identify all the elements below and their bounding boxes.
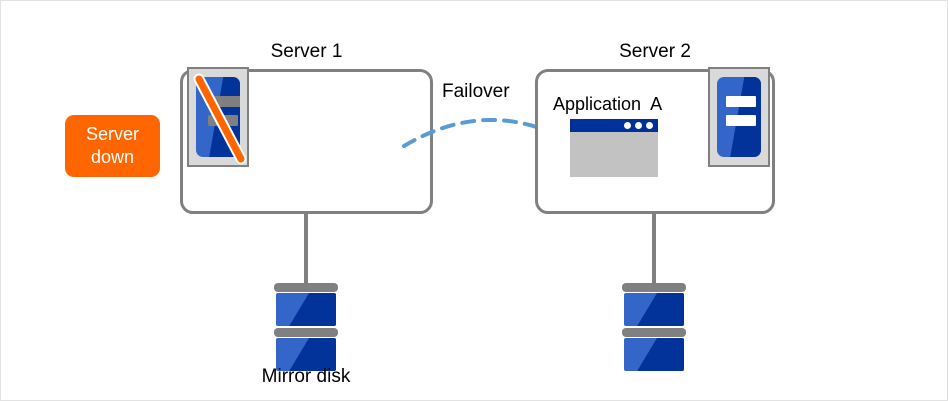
server-down-badge-line1: Server xyxy=(85,124,139,144)
failover-label: Failover xyxy=(442,81,510,102)
application-label-suffix: A xyxy=(650,94,663,114)
application-label: Application A xyxy=(553,94,662,115)
disk-platter xyxy=(624,293,684,326)
server-icon-bar xyxy=(726,96,756,107)
server-down-icon xyxy=(187,67,249,167)
disk-cap xyxy=(274,328,338,337)
server-down-badge-line2: down xyxy=(90,147,135,167)
disk-platter xyxy=(624,338,684,371)
server-1-caption: Server 1 xyxy=(270,41,343,62)
server-down-badge: Server down xyxy=(65,115,160,177)
mirror-disk-label: Mirror disk xyxy=(261,366,351,387)
server-icon-bar xyxy=(213,96,240,107)
disk-cap xyxy=(274,283,338,292)
server-icon-bar xyxy=(726,115,756,126)
app-window-dot xyxy=(635,122,642,129)
server-2-disk-connector xyxy=(652,212,656,285)
server-ok-icon xyxy=(708,67,770,167)
mirror-disk-left-icon xyxy=(274,283,338,371)
disk-cap xyxy=(622,328,686,337)
disk-platter xyxy=(276,293,336,326)
server-icon-body xyxy=(717,77,761,157)
app-window-titlebar xyxy=(570,119,658,132)
app-window-icon xyxy=(570,119,658,177)
disk-cap xyxy=(622,283,686,292)
server-icon-bar xyxy=(208,115,238,126)
server-icon-body xyxy=(196,77,240,157)
server-1-disk-connector xyxy=(304,212,308,285)
mirror-disk-right-icon xyxy=(622,283,686,371)
server-2-caption: Server 2 xyxy=(619,41,691,62)
app-window-dot xyxy=(624,122,631,129)
disk-platter xyxy=(276,338,336,371)
app-window-dot xyxy=(646,122,653,129)
application-label-name: Application xyxy=(553,94,642,114)
